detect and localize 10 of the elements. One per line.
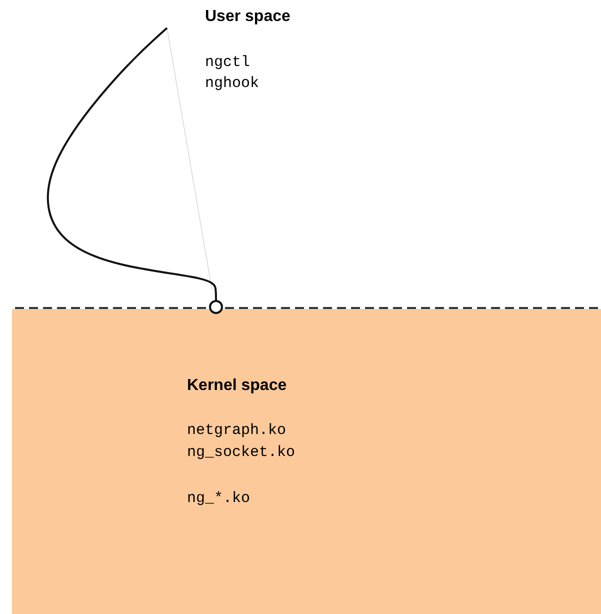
module-name: netgraph.ko [187,422,286,439]
module-name: ng_socket.ko [187,444,296,461]
connector-circle [209,300,223,314]
kernel-space-area [12,309,601,614]
module-name: nghook [205,75,260,92]
heading: Kernel space [187,377,287,395]
module-name: ngctl [205,54,250,71]
curved-line [46,27,217,300]
module-name: ng_*.ko [187,490,250,507]
heading: User space [205,8,290,26]
